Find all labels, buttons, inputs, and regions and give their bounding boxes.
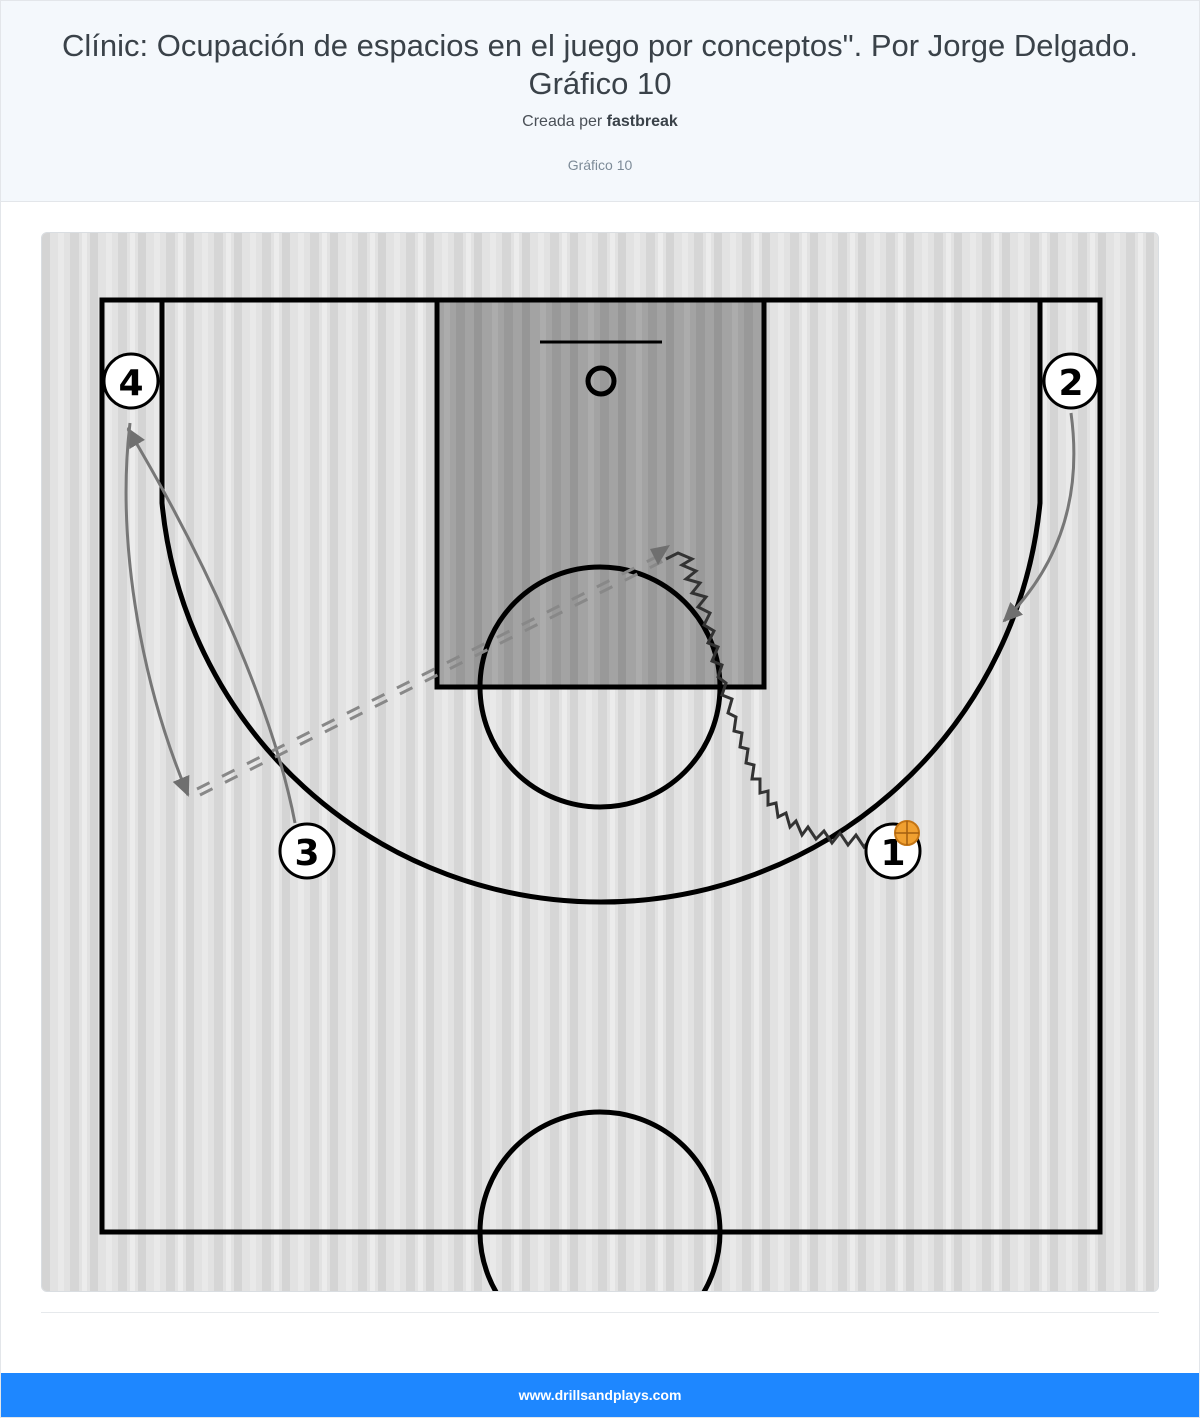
author-line: Creada per fastbreak [1, 113, 1199, 131]
author-prefix: Creada per [522, 113, 603, 130]
site-link[interactable]: www.drillsandplays.com [518, 1387, 682, 1403]
player-3-number: 3 [294, 833, 319, 874]
author-name[interactable]: fastbreak [606, 113, 678, 130]
play-diagram: 1 2 3 4 [41, 232, 1159, 1292]
free-throw-circle [477, 564, 723, 810]
basket-rim [585, 365, 617, 397]
pass-line [196, 545, 670, 797]
content-divider [41, 1312, 1159, 1313]
player-2-number: 2 [1058, 363, 1083, 404]
player-3-cut-path [126, 427, 297, 824]
court-boundary [99, 297, 1103, 1235]
header: Clínic: Ocupación de espacios en el jueg… [1, 1, 1199, 202]
page-title: Clínic: Ocupación de espacios en el jueg… [62, 28, 1138, 101]
player-3[interactable]: 3 [278, 822, 336, 880]
player-4-move-path [124, 422, 190, 797]
three-point-line [159, 300, 1043, 905]
player-4-number: 4 [118, 363, 143, 404]
player-1-dribble-path [665, 551, 882, 850]
player-2-move-path [1002, 412, 1076, 623]
court-svg: 1 2 3 4 [42, 233, 1158, 1291]
player-2[interactable]: 2 [1042, 352, 1100, 410]
player-4[interactable]: 4 [102, 352, 160, 410]
footer: www.drillsandplays.com [1, 1373, 1199, 1417]
diagram-subtitle: Gráfico 10 [567, 157, 633, 173]
player-1[interactable]: 1 [864, 820, 922, 880]
paint-area [434, 297, 767, 690]
